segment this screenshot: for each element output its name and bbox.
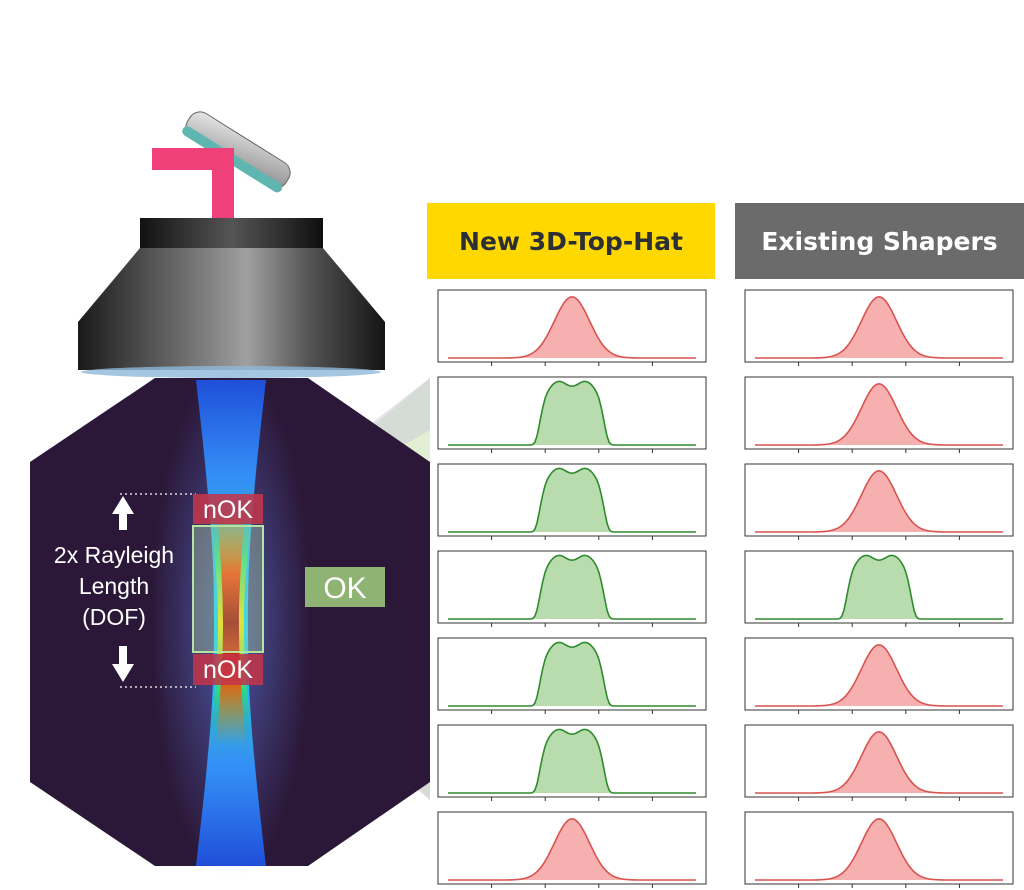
profile-line [755, 469, 1003, 533]
label-nok-bottom: nOK [203, 656, 253, 684]
profile-plot-existing-3 [744, 463, 1014, 540]
profile-plot-new-3 [437, 463, 707, 540]
profile-area [755, 644, 1003, 706]
profile-area [755, 555, 1003, 619]
ok-badge [305, 567, 385, 607]
profile-area [448, 468, 696, 532]
nok-bottom-box [193, 654, 263, 685]
profile-area [448, 729, 696, 793]
label-rayleigh-3: (DOF) [82, 604, 146, 630]
profile-line [755, 554, 1003, 620]
profile-plot-existing-1 [744, 289, 1014, 366]
profile-area [755, 818, 1003, 880]
profile-area [755, 383, 1003, 445]
nok-top-box [193, 494, 263, 524]
profile-area [448, 381, 696, 445]
profile-line [448, 728, 696, 794]
profile-area [448, 642, 696, 706]
profile-plot-existing-7 [744, 811, 1014, 888]
profile-line [448, 554, 696, 620]
profile-area [448, 555, 696, 619]
profile-plot-existing-4 [744, 550, 1014, 627]
dof-markers [112, 493, 196, 688]
profile-line [448, 295, 696, 359]
profile-plot-new-6 [437, 724, 707, 801]
profile-line [755, 382, 1003, 446]
ok-window [192, 525, 264, 653]
header-existing-shapers: Existing Shapers [761, 226, 998, 256]
objective-lens [78, 218, 385, 378]
profile-plot-existing-2 [744, 376, 1014, 453]
profile-area [755, 731, 1003, 793]
profile-plots [437, 289, 1014, 888]
arrow-down-icon [112, 646, 134, 682]
label-rayleigh-2: Length [79, 573, 149, 599]
profile-area [448, 818, 696, 880]
profile-plot-new-1 [437, 289, 707, 366]
profile-plot-new-2 [437, 376, 707, 453]
profile-plot-new-7 [437, 811, 707, 888]
profile-plot-new-5 [437, 637, 707, 714]
profile-line [755, 295, 1003, 359]
profile-line [755, 643, 1003, 707]
profile-plot-existing-6 [744, 724, 1014, 801]
label-nok-top: nOK [203, 496, 253, 524]
profile-line [448, 467, 696, 533]
profile-line [755, 730, 1003, 794]
profile-line [755, 817, 1003, 881]
profile-line [448, 817, 696, 881]
profile-plot-new-4 [437, 550, 707, 627]
profile-line [448, 380, 696, 446]
profile-area [448, 296, 696, 358]
label-ok: OK [323, 572, 366, 605]
laser-input-beam [152, 148, 234, 220]
arrow-up-icon [112, 496, 134, 530]
profile-area [755, 296, 1003, 358]
profile-area [755, 470, 1003, 532]
header-new-3d-top-hat: New 3D-Top-Hat [459, 226, 683, 256]
header-new-bg [427, 203, 715, 279]
header-old-bg [735, 203, 1024, 279]
profile-line [448, 641, 696, 707]
profile-plot-existing-5 [744, 637, 1014, 714]
label-rayleigh-1: 2x Rayleigh [54, 542, 174, 568]
